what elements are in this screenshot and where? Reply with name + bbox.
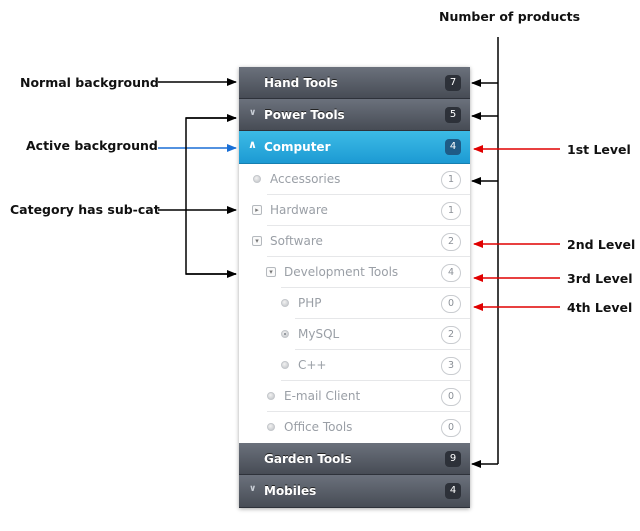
label-level-3: 3rd Level [567,271,633,286]
category-hand-tools[interactable]: Hand Tools 7 [239,67,470,99]
product-count-badge: 1 [441,202,461,220]
chevron-up-icon: ∧ [248,138,257,151]
product-count-badge: 4 [441,264,461,282]
category-label: Mobiles [264,484,317,498]
product-count-badge: 2 [441,326,461,344]
product-count-badge: 3 [441,357,461,375]
category-mobiles[interactable]: ∨ Mobiles 4 [239,475,470,508]
category-label: Computer [264,140,331,154]
product-count-badge: 0 [441,388,461,406]
subcategory-label: E-mail Client [284,389,361,403]
product-count-badge: 4 [445,483,461,499]
category-garden-tools[interactable]: Garden Tools 9 [239,443,470,475]
subcategory-office-tools[interactable]: Office Tools 0 [239,412,470,443]
radio-dot-icon [253,175,261,183]
subcategory-accessories[interactable]: Accessories 1 [239,164,470,195]
radio-dot-icon [267,423,275,431]
product-count-badge: 7 [445,75,461,91]
category-label: Garden Tools [264,452,352,466]
product-count-badge: 2 [441,233,461,251]
category-power-tools[interactable]: ∨ Power Tools 5 [239,99,470,131]
label-active-background: Active background [26,138,158,153]
product-count-badge: 0 [441,419,461,437]
product-count-badge: 0 [441,295,461,313]
product-count-badge: 4 [445,139,461,155]
label-level-1: 1st Level [567,142,631,157]
product-count-badge: 1 [441,171,461,189]
subcategory-list: Accessories 1 ▸ Hardware 1 ▾ Software 2 … [239,164,470,443]
radio-dot-icon [281,361,289,369]
category-label: Power Tools [264,108,345,122]
subcategory-label: Office Tools [284,420,353,434]
subcategory-label: C++ [298,358,327,372]
expand-down-icon: ▾ [266,267,276,277]
label-category-has-subcat: Category has sub-cat [10,202,160,217]
chevron-down-icon: ∨ [249,108,257,118]
product-count-badge: 9 [445,451,461,467]
chevron-down-icon: ∨ [249,484,257,494]
radio-dot-icon [281,299,289,307]
label-level-4: 4th Level [567,300,633,315]
category-menu: Hand Tools 7 ∨ Power Tools 5 ∧ Computer … [239,67,470,508]
product-count-badge: 5 [445,107,461,123]
subcategory-label: Development Tools [284,265,399,279]
subcategory-label: Software [270,234,323,248]
expand-down-icon: ▾ [252,236,262,246]
subcategory-cpp[interactable]: C++ 3 [239,350,470,381]
subcategory-php[interactable]: PHP 0 [239,288,470,319]
subcategory-mysql[interactable]: MySQL 2 [239,319,470,350]
subcategory-label: Hardware [270,203,328,217]
label-number-of-products: Number of products [439,9,581,24]
category-computer-active[interactable]: ∧ Computer 4 [239,131,470,164]
subcategory-label: PHP [298,296,322,310]
subcategory-software[interactable]: ▾ Software 2 [239,226,470,257]
label-level-2: 2nd Level [567,237,636,252]
subcategory-label: MySQL [298,327,340,341]
subcategory-email-client[interactable]: E-mail Client 0 [239,381,470,412]
expand-right-icon: ▸ [252,205,262,215]
radio-dot-icon [267,392,275,400]
subcategory-label: Accessories [270,172,341,186]
radio-dot-selected-icon [281,330,289,338]
subcategory-development-tools[interactable]: ▾ Development Tools 4 [239,257,470,288]
subcategory-hardware[interactable]: ▸ Hardware 1 [239,195,470,226]
category-label: Hand Tools [264,76,338,90]
label-normal-background: Normal background [20,75,159,90]
